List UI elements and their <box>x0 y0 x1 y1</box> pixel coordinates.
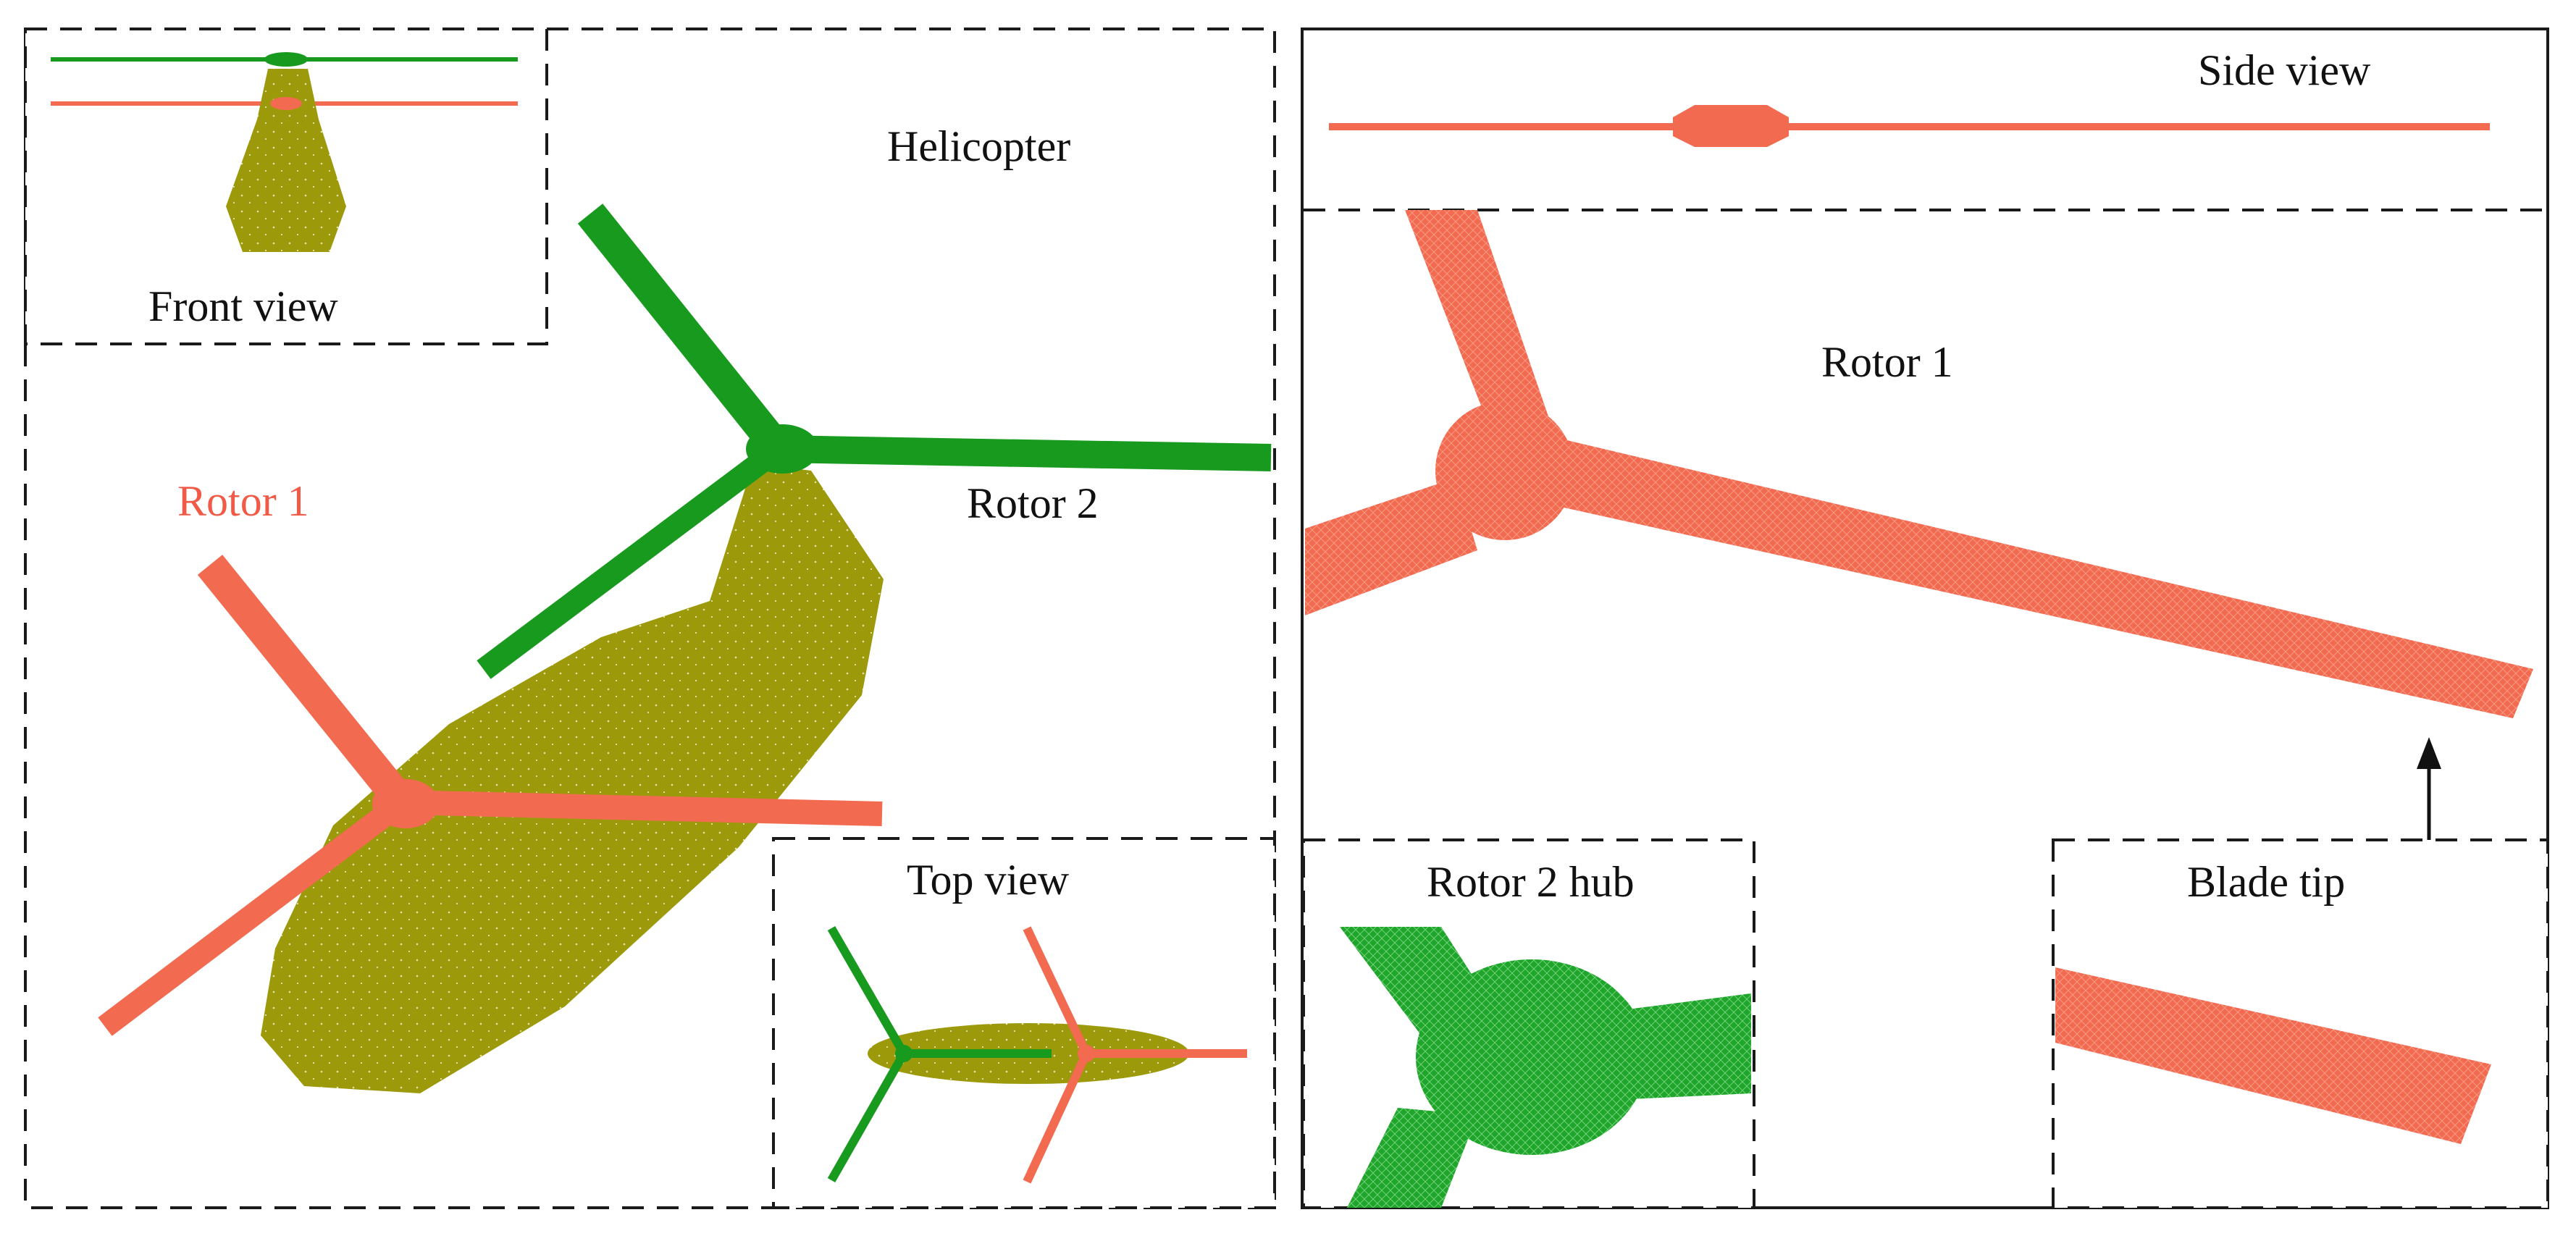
helicopter-fuselage <box>261 463 884 1093</box>
rotor-2-main <box>477 203 1272 679</box>
top-view-figure <box>827 925 1247 1184</box>
blade-tip-arrow <box>2417 737 2441 840</box>
side-view-label: Side view <box>2198 46 2371 94</box>
rotor-1-label-left: Rotor 1 <box>177 477 309 525</box>
blade-tip-figure <box>2055 967 2491 1144</box>
top-view-inset-frame <box>772 837 1276 1209</box>
front-view-figure <box>51 52 518 252</box>
rotor-2-label-left: Rotor 2 <box>967 479 1099 527</box>
rotor-1-main <box>98 555 883 1036</box>
rotor-2-hub-label: Rotor 2 hub <box>1427 858 1635 906</box>
helicopter-label: Helicopter <box>887 122 1070 170</box>
top-view-label: Top view <box>907 856 1070 904</box>
rotor-1-detail <box>1305 210 2533 718</box>
blade-tip-label: Blade tip <box>2187 858 2345 906</box>
rotor-1-label-right: Rotor 1 <box>1821 338 1953 386</box>
rotor-2-hub-figure <box>1340 927 1751 1208</box>
right-panel-frame <box>1301 28 2549 1209</box>
side-view-figure <box>1329 105 2490 147</box>
front-view-label: Front view <box>148 282 338 330</box>
